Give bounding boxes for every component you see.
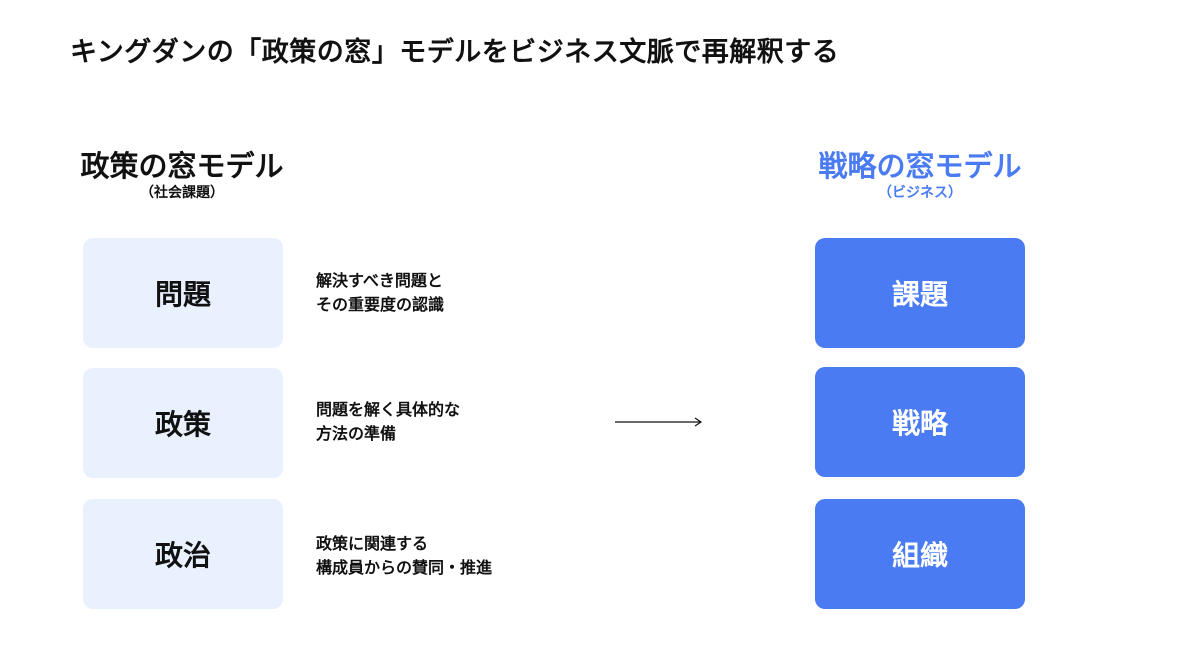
description-politics: 政策に関連する 構成員からの賛同・推進: [316, 532, 492, 580]
left-column-header: 政策の窓モデル （社会課題）: [62, 148, 302, 202]
description-politics-line2: 構成員からの賛同・推進: [316, 558, 493, 577]
left-column-subheading: （社会課題）: [140, 185, 224, 201]
right-box-organization: 組織: [815, 499, 1025, 609]
description-problem: 解決すべき問題と その重要度の認識: [316, 269, 444, 317]
description-policy-line2: 方法の準備: [316, 424, 397, 443]
description-policy-line1: 問題を解く具体的な: [316, 400, 461, 419]
description-policy: 問題を解く具体的な 方法の準備: [316, 398, 460, 446]
right-box-strategy: 戦略: [815, 367, 1025, 477]
right-column-subheading: （ビジネス）: [878, 185, 962, 201]
left-column-heading: 政策の窓モデル: [80, 149, 284, 183]
page-title: キングダンの「政策の窓」モデルをビジネス文脈で再解釈する: [70, 37, 840, 68]
description-politics-line1: 政策に関連する: [316, 534, 429, 553]
right-column-header: 戦略の窓モデル （ビジネス）: [800, 148, 1040, 202]
left-box-politics: 政治: [83, 499, 283, 609]
left-box-policy: 政策: [83, 368, 283, 478]
description-problem-line1: 解決すべき問題と: [316, 271, 443, 290]
left-box-problem: 問題: [83, 238, 283, 348]
right-arrow-icon: [615, 417, 703, 427]
right-box-issue: 課題: [815, 238, 1025, 348]
description-problem-line2: その重要度の認識: [316, 295, 445, 314]
right-column-heading: 戦略の窓モデル: [818, 149, 1022, 183]
